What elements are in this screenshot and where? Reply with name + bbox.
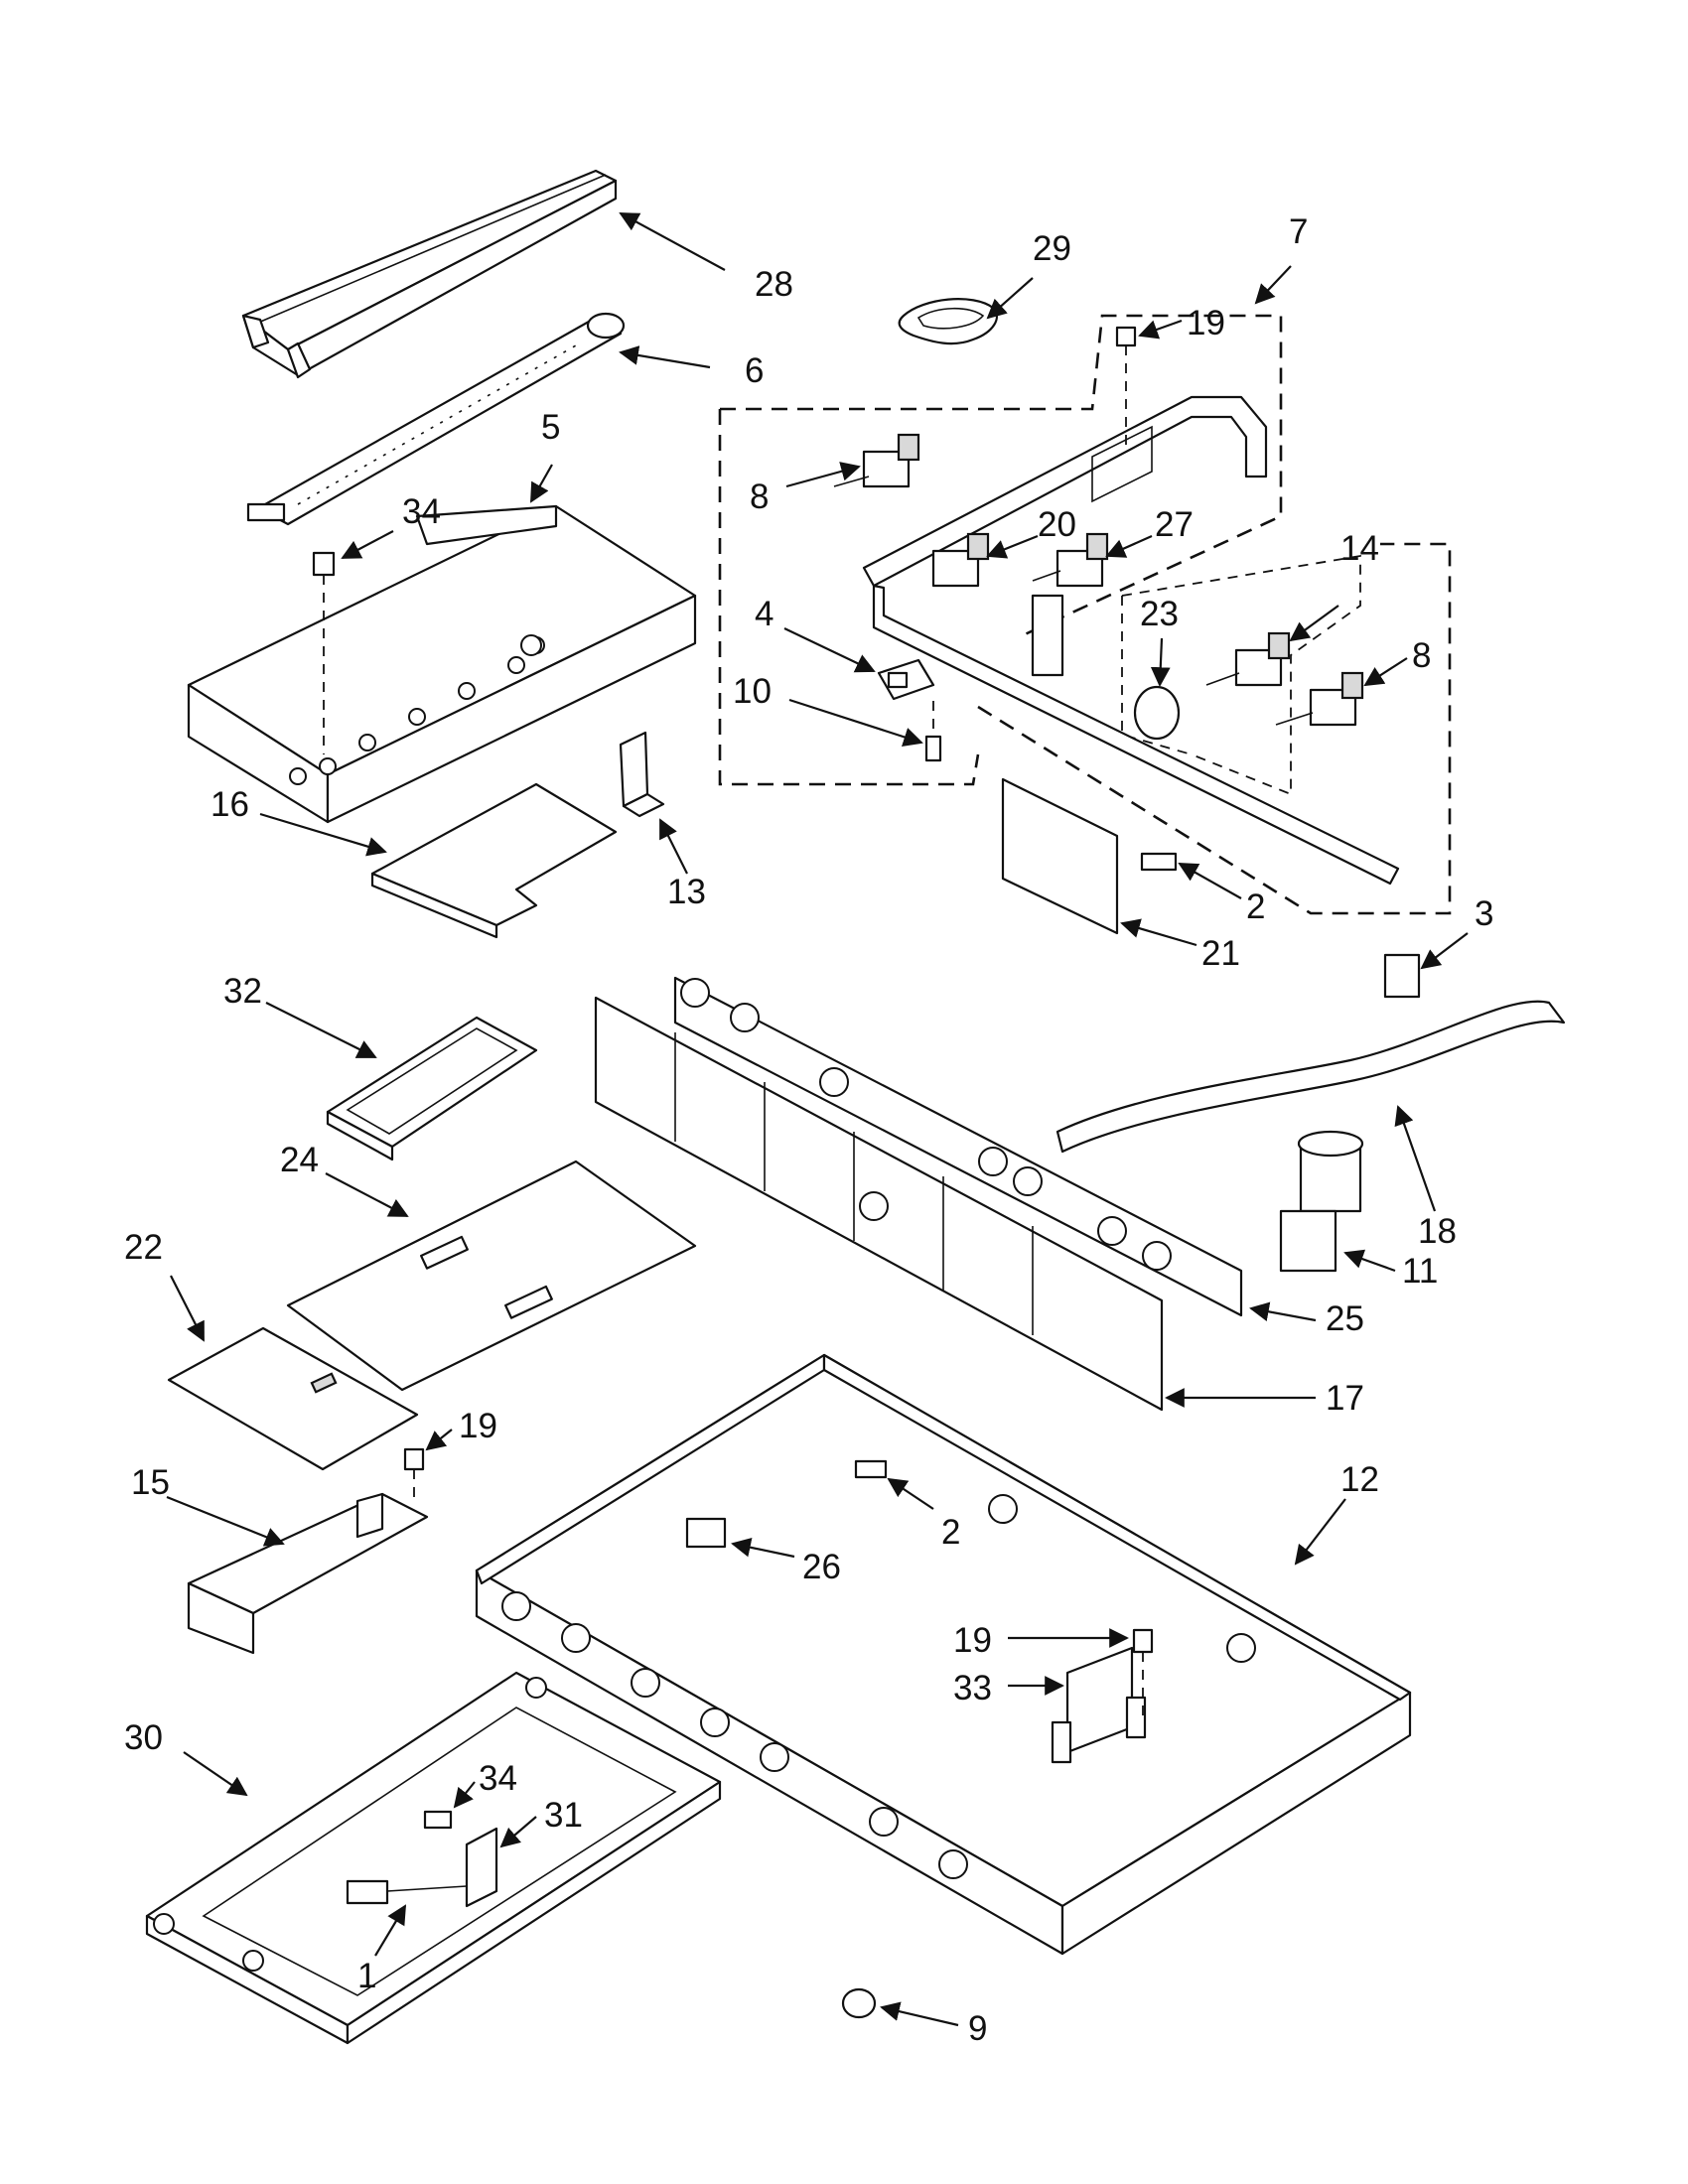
callout-2: 2 [1246,887,1265,926]
callout-8: 8 [1412,636,1431,675]
part-1-igniter [346,1879,468,1905]
part-21-plate [1001,777,1119,935]
part-33-mount-bracket [1051,1646,1147,1764]
part-4-bracket [877,658,935,701]
callout-33: 33 [953,1669,992,1707]
callout-19: 19 [459,1407,497,1445]
callout-2: 2 [941,1513,960,1552]
valve-8-right [1275,671,1364,727]
callout-31: 31 [544,1796,583,1835]
callout-26: 26 [802,1548,841,1586]
part-10-screw [924,701,942,762]
part-6-burner-tube [246,312,626,526]
valve-14 [1205,631,1291,687]
callout-7: 7 [1289,212,1308,251]
callout-24: 24 [280,1141,319,1179]
part-24-panel [286,1160,697,1392]
callout-34: 34 [402,492,441,531]
part-5-burner-box [187,504,697,824]
callout-32: 32 [223,972,262,1011]
manifold-assembly-7-box [718,314,1452,915]
callout-9: 9 [968,2009,987,2048]
part-15-bracket-panel [187,1492,429,1655]
part-19-screw-low [1132,1628,1154,1715]
part-31-bracket [465,1827,498,1908]
part-2-screw-upper [1140,852,1178,872]
callout-30: 30 [124,1718,163,1757]
callout-29: 29 [1033,229,1071,268]
callout-12: 12 [1340,1460,1379,1499]
valve-27 [1032,532,1109,588]
callout-27: 27 [1155,505,1194,544]
leader-lines [166,212,1469,2027]
part-17-rib-strip [594,996,1164,1412]
part-13-bracket [619,731,665,818]
part-11-regulator [1279,1130,1364,1273]
callout-15: 15 [131,1463,170,1502]
callout-4: 4 [755,595,774,633]
callout-22: 22 [124,1228,163,1267]
part-12-main-tray [475,1353,1412,1956]
part-34-screw-upper [312,551,336,754]
callout-20: 20 [1038,505,1076,544]
valve-20 [931,532,990,588]
part-25-strip [673,976,1243,1317]
callout-3: 3 [1475,894,1493,933]
callout-19: 19 [1187,304,1225,342]
callout-25: 25 [1326,1299,1364,1338]
callout-17: 17 [1326,1379,1364,1418]
callout-6: 6 [745,351,764,390]
callout-28: 28 [755,265,793,304]
part-34-screw-lower [423,1810,453,1830]
callout-1: 1 [357,1957,376,1995]
callout-34: 34 [479,1759,517,1798]
part-22-small-panel [167,1326,419,1471]
callout-11: 11 [1402,1252,1438,1291]
part-26-clip [685,1517,727,1549]
part-29-gasket [898,298,998,345]
part-19-screw-mid [403,1447,425,1499]
callout-21: 21 [1201,934,1240,973]
callout-13: 13 [667,873,706,911]
valve-8-left [833,433,920,488]
part-3-fitting [1383,953,1421,999]
manifold-pipe [862,395,1400,886]
callout-10: 10 [733,672,772,711]
callout-23: 23 [1140,595,1179,633]
callout-19: 19 [953,1621,992,1660]
callout-18: 18 [1418,1212,1457,1251]
part-32-tray [326,1016,538,1161]
part-2-screw-lower [854,1459,888,1479]
part-19-screw-top [1115,326,1137,447]
part-9-knob [841,1987,877,2019]
callout-5: 5 [541,408,560,447]
part-16-heat-shield-plate [370,782,618,939]
part-28-burner-shield [241,169,618,379]
callout-labels: 28 6 29 7 19 5 34 8 20 27 14 23 8 4 10 1… [124,212,1493,2048]
part-30-lower-tray [145,1671,722,2045]
part-23-disc [1133,685,1181,741]
callout-14: 14 [1340,529,1379,568]
callout-8: 8 [750,478,769,516]
part-18-gas-pipe [1055,1000,1566,1154]
callout-16: 16 [211,785,249,824]
